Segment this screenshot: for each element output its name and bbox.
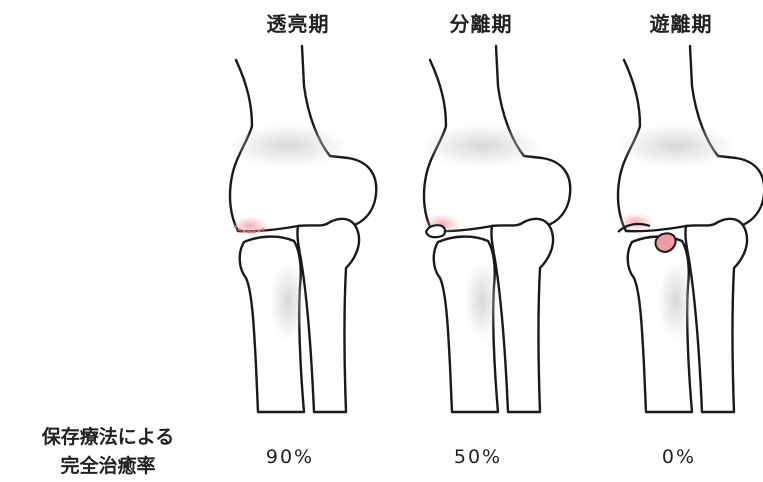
cure-rate-loose: 0% — [619, 446, 739, 468]
ulna — [297, 219, 359, 412]
cure-rate-translucent: 90% — [230, 446, 350, 468]
shade — [616, 124, 736, 168]
cure-rate-label-line1: 保存療法による — [8, 423, 208, 452]
elbow-illustration-separated — [412, 46, 612, 412]
stage-title-loose: 遊離期 — [621, 8, 741, 37]
cure-rate-separated: 50% — [418, 446, 538, 468]
shade — [658, 261, 694, 341]
cure-rate-label: 保存療法による 完全治癒率 — [8, 423, 208, 481]
shade — [422, 124, 542, 168]
loose-body-fragment — [655, 233, 675, 252]
ulna — [491, 219, 553, 412]
cure-rate-label-line2: 完全治癒率 — [8, 452, 208, 481]
osteochondral-fragment — [426, 225, 445, 237]
stage-title-translucent: 透亮期 — [238, 8, 358, 37]
elbow-illustration-translucent — [218, 46, 418, 412]
stage-title-separated: 分離期 — [421, 8, 541, 37]
shade — [464, 261, 500, 341]
shade — [270, 261, 306, 341]
shade — [228, 124, 348, 168]
ulna — [685, 219, 747, 412]
elbow-illustration-loose — [606, 46, 763, 412]
